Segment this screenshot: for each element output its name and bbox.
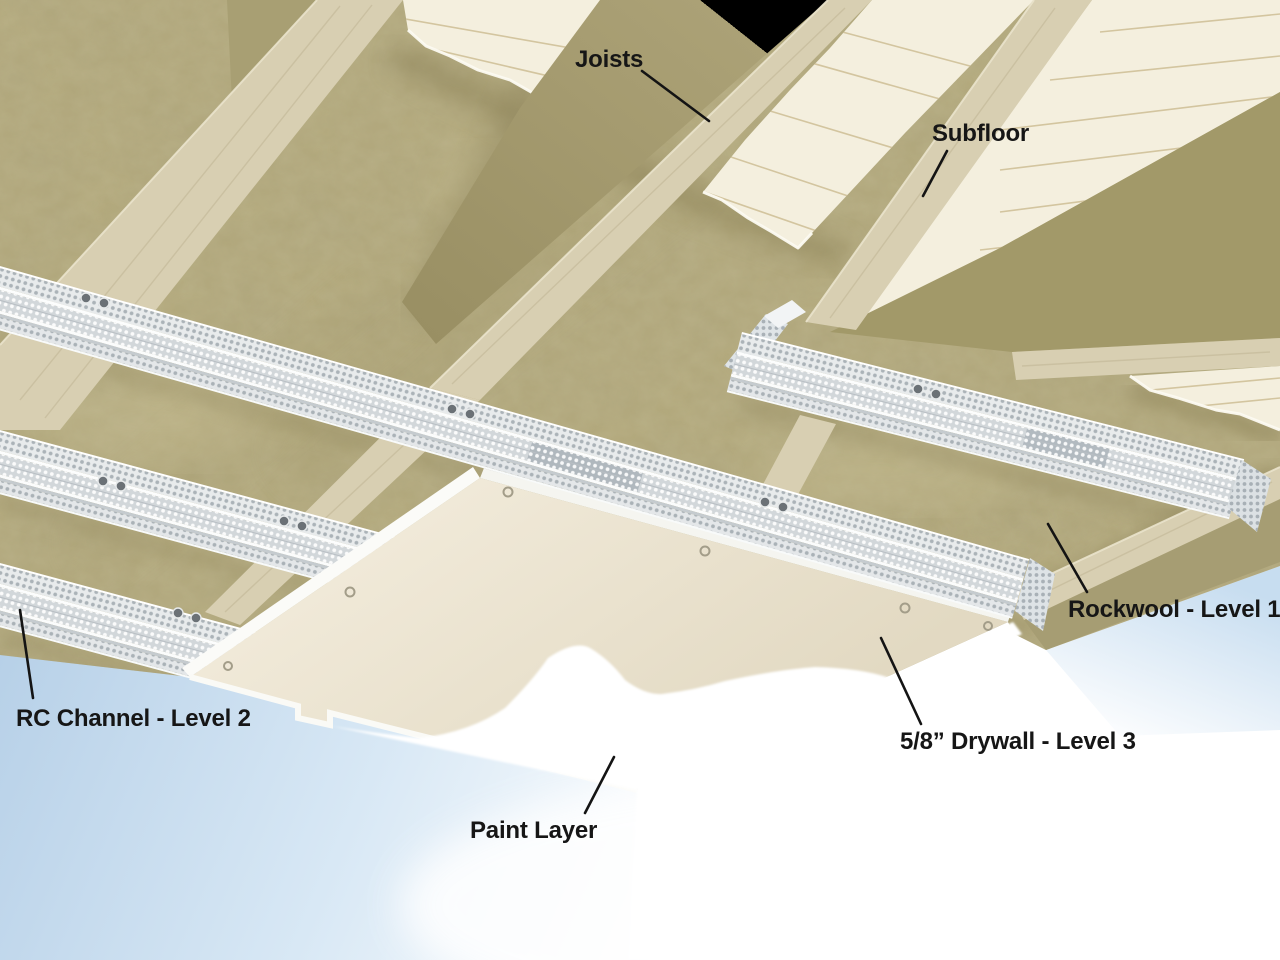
subfloor-patch — [703, 0, 1034, 248]
screw-head — [98, 297, 110, 309]
leader-line-rc-channel — [18, 608, 35, 700]
joist-side-faces — [227, 0, 1280, 650]
screw-head — [930, 388, 942, 400]
leader-line-subfloor — [921, 149, 949, 198]
screw-head — [278, 515, 290, 527]
rc-channel-1 — [0, 266, 1055, 631]
screw-head — [464, 408, 476, 420]
screw-head — [777, 501, 789, 513]
channel-screws-front — [80, 292, 942, 513]
callout-rc-channel-label: RC Channel - Level 2 — [16, 705, 251, 732]
leader-line-rockwool — [1046, 522, 1089, 594]
drywall-edge-right — [480, 468, 1011, 622]
joist-side-face — [402, 0, 828, 344]
screw-head — [190, 612, 202, 624]
leader-line-paint — [583, 755, 616, 815]
drywall-edge-bottom — [189, 674, 638, 793]
screw-head — [899, 602, 911, 614]
screw-head — [115, 480, 127, 492]
rc-channel-4 — [724, 300, 1271, 532]
joist-strip — [806, 0, 1092, 330]
sky-right-tint — [1046, 566, 1280, 736]
screw-head — [172, 607, 184, 619]
screw-head — [759, 496, 771, 508]
screw-head — [97, 475, 109, 487]
callout-joists-label: Joists — [575, 46, 643, 73]
subfloor-patch — [852, 0, 1280, 326]
screw-head — [983, 621, 993, 631]
paint-glow — [400, 765, 1280, 960]
screw-head — [344, 586, 356, 598]
screw-head — [223, 661, 233, 671]
callouts: Joists Subfloor Rockwool - Level 1 RC Ch… — [16, 46, 1280, 844]
drywall-edge-left — [182, 467, 480, 677]
leader-line-drywall — [879, 636, 923, 726]
screw-head — [446, 403, 458, 415]
callout-paint-label: Paint Layer — [470, 817, 597, 844]
subfloor-layer — [403, 0, 1280, 432]
channel-hat-flap — [764, 300, 806, 328]
screw-head — [699, 545, 711, 557]
callout-drywall-label: 5/8” Drywall - Level 3 — [900, 728, 1136, 755]
callout-rockwool-label: Rockwool - Level 1 — [1068, 596, 1280, 623]
joist-strip — [760, 415, 836, 500]
drywall-screws — [223, 486, 993, 671]
joist-side-face — [1024, 499, 1280, 650]
screw-head — [80, 292, 92, 304]
screw-head — [912, 383, 924, 395]
joist-side-face — [830, 92, 1280, 352]
channel-screws-left — [97, 475, 308, 624]
screw-head — [296, 520, 308, 532]
screw-head — [502, 486, 514, 498]
rc-channel-2 — [0, 430, 435, 608]
leader-line-joists — [640, 69, 711, 123]
callout-subfloor-label: Subfloor — [932, 120, 1029, 147]
